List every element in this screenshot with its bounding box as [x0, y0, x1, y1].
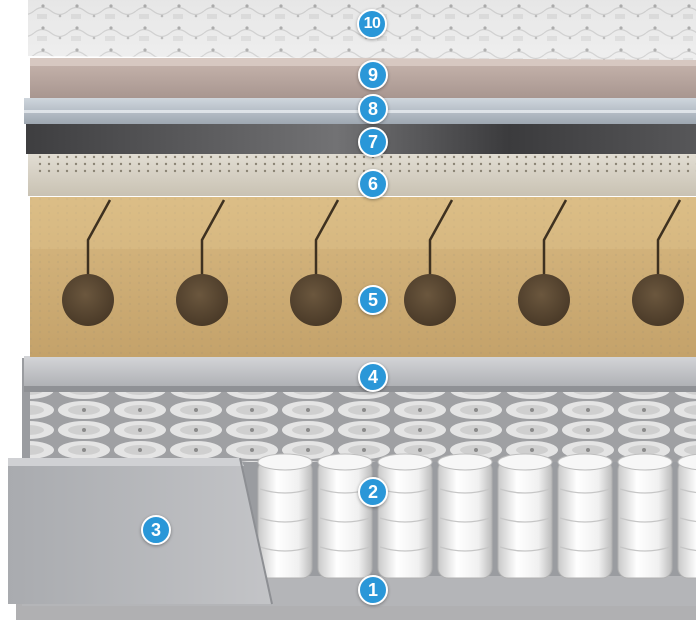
pocket-coil-seam: [559, 517, 611, 523]
edge-support-frame-top: [8, 458, 244, 466]
layer-badge-3: 3: [141, 515, 171, 545]
foam-channel-hole: [632, 274, 684, 326]
pocket-coil-row: [257, 453, 696, 579]
pocket-coil-top: [377, 453, 433, 471]
pocket-coil-seam: [559, 546, 611, 552]
pocket-coil-top: [497, 453, 553, 471]
foam-channel-hole: [290, 274, 342, 326]
pocket-coil-seam: [619, 546, 671, 552]
layer-badge-10: 10: [357, 9, 387, 39]
foam-channel-hole: [62, 274, 114, 326]
pocket-coil-seam: [319, 517, 371, 523]
pocket-coil-seam: [379, 546, 431, 552]
layer-badge-4: 4: [358, 362, 388, 392]
pocket-coil: [377, 453, 433, 579]
foam-slit: [86, 199, 112, 280]
pocket-coil-seam: [499, 517, 551, 523]
pocket-coil-seam: [439, 517, 491, 523]
pocket-coil-seam: [259, 488, 311, 494]
pocket-coil-seam: [679, 517, 696, 523]
layer-badge-7: 7: [358, 127, 388, 157]
pocket-coil-tops: [30, 392, 696, 462]
layer-badge-2: 2: [358, 477, 388, 507]
pocket-coil-top: [257, 453, 313, 471]
pocket-coil-top: [437, 453, 493, 471]
pocket-coil-top: [557, 453, 613, 471]
pocket-coil: [677, 453, 696, 579]
pocket-coil-seam: [619, 488, 671, 494]
transition-pad-edge: [24, 386, 696, 392]
pocket-coil-seam: [259, 546, 311, 552]
pocket-coil-body: [377, 459, 433, 579]
pocket-coil-body: [497, 459, 553, 579]
layer-badge-1: 1: [358, 575, 388, 605]
pocket-coil-seam: [499, 488, 551, 494]
layer-badge-8: 8: [358, 94, 388, 124]
perforated-latex-holes: [34, 154, 696, 176]
pocket-coil-seam: [679, 546, 696, 552]
foam-slit: [656, 199, 682, 280]
pocket-coil-seam: [259, 517, 311, 523]
pocket-coil-body: [677, 459, 696, 579]
pocket-coil-seam: [559, 488, 611, 494]
pocket-coil-body: [617, 459, 673, 579]
pocket-coil-top: [317, 453, 373, 471]
foam-channel-hole: [518, 274, 570, 326]
pocket-coil: [257, 453, 313, 579]
layer-badge-6: 6: [358, 169, 388, 199]
pocket-coil-seam: [439, 488, 491, 494]
pocket-coil-body: [557, 459, 613, 579]
edge-support-frame-edge: [239, 457, 273, 605]
pocket-coil-seam: [679, 488, 696, 494]
foam-slit: [542, 199, 568, 280]
pocket-coil-body: [257, 459, 313, 579]
pocket-coil: [437, 453, 493, 579]
foam-slit: [428, 199, 454, 280]
pocket-coil: [557, 453, 613, 579]
support-foam-top-face: [30, 197, 696, 249]
edge-support-frame: [8, 458, 272, 604]
pocket-coil-body: [437, 459, 493, 579]
pocket-coil-top: [677, 453, 696, 471]
pocket-coil: [617, 453, 673, 579]
pocket-coil-seam: [439, 546, 491, 552]
pocket-coil-seam: [319, 546, 371, 552]
pocket-coil-top: [617, 453, 673, 471]
foam-channel-hole: [404, 274, 456, 326]
foam-slit: [314, 199, 340, 280]
pocket-coil-seam: [379, 517, 431, 523]
pocket-coil-body: [317, 459, 373, 579]
pocket-coil-seam: [499, 546, 551, 552]
pocket-coil: [317, 453, 373, 579]
foam-slit: [200, 199, 226, 280]
foam-channel-hole: [176, 274, 228, 326]
layer-badge-5: 5: [358, 285, 388, 315]
pocket-coil: [497, 453, 553, 579]
support-foam-texture: [30, 197, 696, 357]
layer-badge-9: 9: [358, 60, 388, 90]
pocket-coil-seam: [619, 517, 671, 523]
